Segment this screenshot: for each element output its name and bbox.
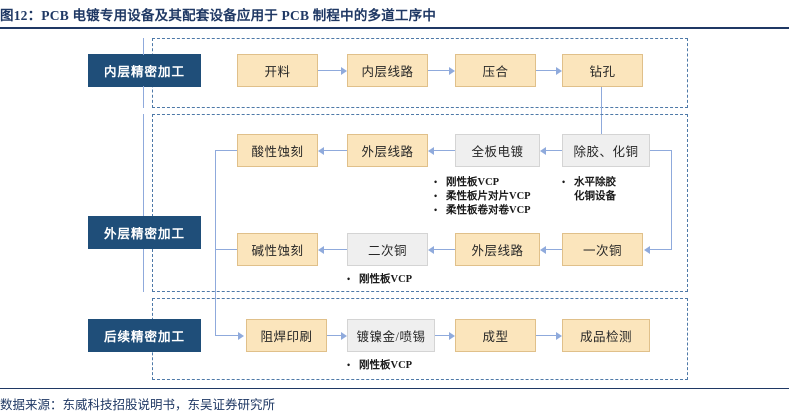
node-lamination[interactable]: 压合 — [455, 54, 536, 87]
connector-outer-circuit-bottom-to-second-copper — [434, 249, 455, 251]
stage1-label-stub-top — [143, 38, 145, 55]
bullet-item: 刚性板VCP — [345, 272, 412, 287]
node-outer-circuit-top[interactable]: 外层线路 — [347, 134, 428, 167]
connector-left-rail — [215, 150, 217, 336]
figure-source: 数据来源：东威科技招股说明书，东吴证券研究所 — [0, 398, 276, 412]
arrowhead-alkaline-etch — [318, 245, 324, 254]
connector-desmear-to-panel-plating — [546, 150, 562, 152]
arrowhead-forming — [449, 331, 455, 340]
connector-drilling-to-desmear — [601, 87, 603, 137]
arrowhead-panel-plating — [540, 146, 546, 155]
node-inner-circuit[interactable]: 内层线路 — [347, 54, 428, 87]
connector-left-rail-to-solder-mask — [215, 335, 238, 337]
process-flow-diagram: 内层精密加工 开料 内层线路 压合 钻孔 外层精密加工 酸性蚀刻 外层线路 全板… — [0, 30, 789, 386]
arrowhead-solder-mask — [238, 331, 244, 340]
annotation-enig-equipment: 刚性板VCP — [345, 358, 412, 373]
node-drilling[interactable]: 钻孔 — [562, 54, 643, 87]
node-outer-circuit-bottom[interactable]: 外层线路 — [455, 233, 540, 266]
stage-label-inner-layer: 内层精密加工 — [88, 54, 201, 87]
node-desmear-pth[interactable]: 除胶、化铜 — [562, 134, 650, 167]
stage2-label-stub-top — [143, 114, 145, 216]
arrowhead-drilling — [556, 66, 562, 75]
stage-label-post-process: 后续精密加工 — [88, 319, 201, 352]
connector-into-first-copper — [650, 249, 672, 251]
node-final-inspection[interactable]: 成品检测 — [562, 319, 650, 352]
arrowhead-outer-circuit-bottom — [540, 245, 546, 254]
annotation-desmear-equipment: 水平除胶 化铜设备 — [560, 175, 616, 204]
annotation-second-copper-equipment: 刚性板VCP — [345, 272, 412, 287]
stage-label-outer-layer: 外层精密加工 — [88, 216, 201, 249]
connector-solder-mask-to-enig — [327, 335, 341, 337]
connector-enig-to-forming — [435, 335, 449, 337]
node-panel-plating[interactable]: 全板电镀 — [455, 134, 540, 167]
connector-lamination-to-drilling — [536, 70, 556, 72]
arrowhead-final-inspection — [556, 331, 562, 340]
bullet-item: 柔性板片对片VCP — [432, 189, 531, 204]
arrowhead-second-copper — [428, 245, 434, 254]
bullet-item: 柔性板卷对卷VCP — [432, 203, 531, 218]
node-enig-hasl[interactable]: 镀镍金/喷锡 — [347, 319, 435, 352]
connector-first-copper-to-outer-circuit-bottom — [546, 249, 562, 251]
figure-title: 图12：PCB 电镀专用设备及其配套设备应用于 PCB 制程中的多道工序中 — [0, 8, 437, 23]
title-divider — [0, 27, 789, 29]
arrowhead-outer-circuit-top — [428, 146, 434, 155]
connector-panel-plating-to-outer-circuit — [434, 150, 455, 152]
stage2-label-stub-bottom — [143, 249, 145, 292]
footer-divider — [0, 388, 789, 389]
bullet-item-continuation: 化铜设备 — [574, 191, 616, 202]
node-alkaline-etch[interactable]: 碱性蚀刻 — [237, 233, 318, 266]
annotation-panel-plating-equipment: 刚性板VCP 柔性板片对片VCP 柔性板卷对卷VCP — [432, 175, 531, 218]
connector-outer-circuit-to-acid-etch — [324, 150, 347, 152]
connector-inner-circuit-to-lamination — [428, 70, 449, 72]
connector-desmear-right-stub — [650, 150, 672, 152]
bullet-item: 水平除胶 — [560, 175, 616, 190]
connector-second-copper-to-alkaline-etch — [324, 249, 347, 251]
stage1-label-stub-bottom — [143, 86, 145, 108]
arrowhead-inner-circuit — [341, 66, 347, 75]
bullet-item: 刚性板VCP — [432, 175, 531, 190]
bullet-item: 刚性板VCP — [345, 358, 412, 373]
arrowhead-enig-hasl — [341, 331, 347, 340]
connector-kailiao-to-inner-circuit — [318, 70, 341, 72]
connector-forming-to-final-inspection — [536, 335, 556, 337]
connector-desmear-down — [671, 150, 673, 250]
node-solder-mask[interactable]: 阻焊印刷 — [246, 319, 327, 352]
connector-acid-etch-left-stub — [215, 150, 237, 152]
node-forming[interactable]: 成型 — [455, 319, 536, 352]
node-second-copper[interactable]: 二次铜 — [347, 233, 428, 266]
arrowhead-first-copper — [644, 245, 650, 254]
connector-left-rail-to-alkaline-etch — [215, 249, 237, 251]
stage-container-outer-layer — [152, 114, 688, 292]
node-kailiao[interactable]: 开料 — [237, 54, 318, 87]
arrowhead-acid-etch — [318, 146, 324, 155]
arrowhead-lamination — [449, 66, 455, 75]
node-first-copper[interactable]: 一次铜 — [562, 233, 643, 266]
node-acid-etch[interactable]: 酸性蚀刻 — [237, 134, 318, 167]
